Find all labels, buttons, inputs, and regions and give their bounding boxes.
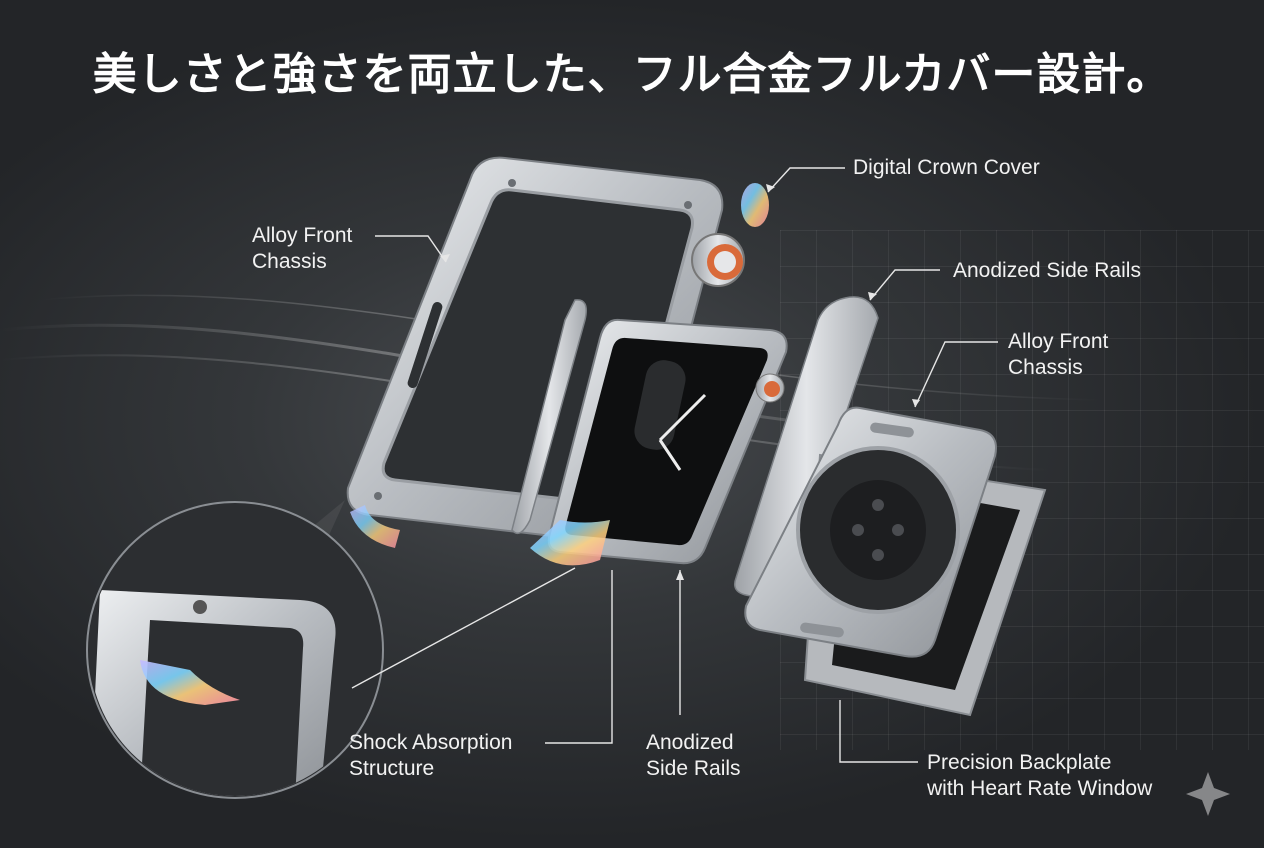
headline: 美しさと強さを両立した、フル合金フルカバー設計。 (92, 49, 1172, 100)
anodized-side-rail-middle (511, 299, 587, 535)
sparkle-icon (1186, 772, 1230, 816)
watch-body (547, 318, 788, 565)
label-anodized-side-rails-bottom: Anodized Side Rails (646, 731, 741, 780)
label-alloy-front-chassis-right: Alloy Front Chassis (1008, 330, 1109, 379)
label-shock-absorption-structure: Shock Absorption Structure (349, 731, 513, 780)
label-digital-crown-cover: Digital Crown Cover (853, 156, 1040, 179)
label-anodized-side-rails-top: Anodized Side Rails (953, 259, 1141, 282)
label-alloy-front-chassis-left: Alloy Front Chassis (252, 224, 353, 273)
callout-arrowheads (440, 184, 920, 580)
label-precision-backplate: Precision Backplate with Heart Rate Wind… (927, 751, 1153, 800)
callout-leader-lines (351, 167, 998, 763)
shock-absorbers (350, 505, 610, 566)
digital-crown-cover (691, 183, 769, 287)
watch-back-housing (744, 406, 997, 658)
shock-absorption-zoom-inset (86, 500, 384, 799)
